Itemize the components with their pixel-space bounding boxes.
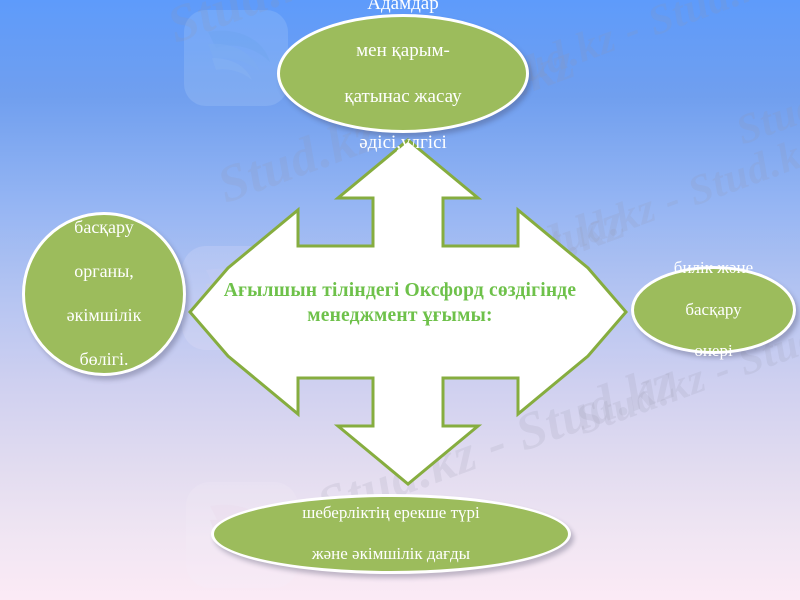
bubble-right-line-3: өнері — [694, 341, 733, 361]
watermark-text: Stud.kz - Stud.kz — [480, 0, 785, 105]
bubble-bottom-text: шеберліктің ерекше түрі және әкімшілік д… — [290, 503, 492, 565]
bubble-bottom-line-1: шеберліктің ерекше түрі — [302, 502, 480, 522]
bubble-bottom[interactable]: шеберліктің ерекше түрі және әкімшілік д… — [211, 494, 571, 574]
four-way-arrow — [188, 138, 628, 486]
bubble-left-text: басқару органы, әкімшілік бөлігі. — [55, 217, 154, 371]
bubble-top-line-4: әдісі,үлгісі — [359, 132, 447, 154]
watermark-text: Stud.kz — [730, 65, 800, 155]
bubble-bottom-line-2: және әкімшілік дағды — [311, 544, 471, 564]
bubble-left-line-4: бөлігі. — [79, 348, 129, 369]
bubble-left-line-2: органы, — [74, 261, 134, 282]
center-caption-line-1: Ағылшын тіліндегі Оксфорд сөздігінде — [223, 280, 577, 301]
bubble-right[interactable]: билік және басқару өнері — [631, 258, 796, 360]
bubble-right-text: билік және басқару өнері — [662, 258, 765, 362]
bubble-left-line-3: әкімшілік — [66, 304, 142, 325]
bubble-top-text: Адамдар мен қарым- қатынас жасау әдісі,ү… — [332, 0, 473, 155]
bubble-left-line-1: басқару — [74, 217, 134, 238]
bubble-top-line-1: Адамдар — [367, 0, 439, 15]
bubble-top-line-2: мен қарым- — [356, 39, 450, 61]
bubble-right-line-2: басқару — [685, 299, 742, 319]
center-caption-line-2: менеджмент ұғымы: — [307, 305, 493, 327]
center-caption: Ағылшын тіліндегі Оксфорд сөздігінде мен… — [170, 278, 630, 329]
bubble-top-line-3: қатынас жасау — [344, 86, 462, 108]
bubble-top[interactable]: Адамдар мен қарым- қатынас жасау әдісі,ү… — [277, 0, 529, 153]
bubble-left[interactable]: басқару органы, әкімшілік бөлігі. — [22, 212, 186, 376]
bubble-right-line-1: билік және — [673, 258, 754, 278]
